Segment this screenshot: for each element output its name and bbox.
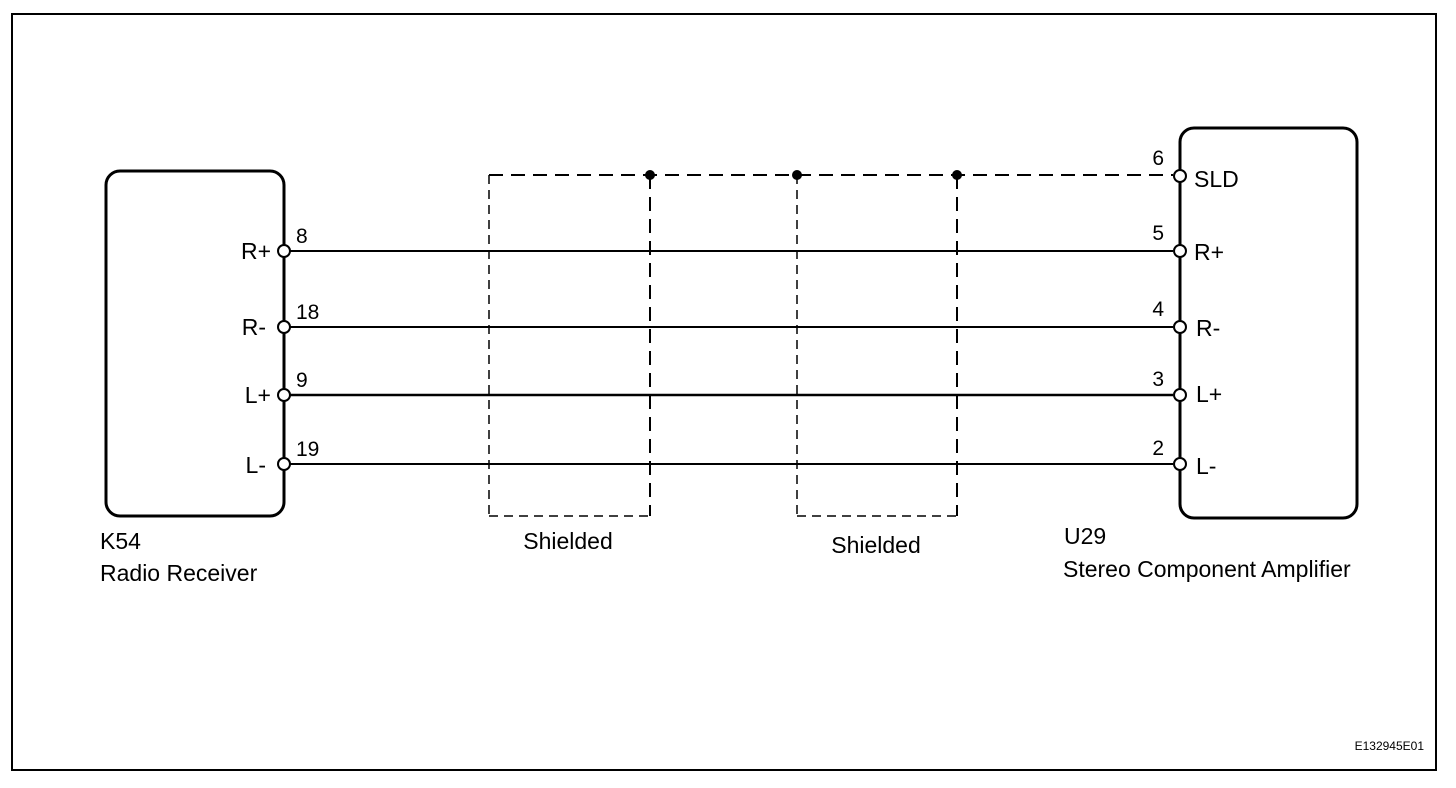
- receiver-pin-label: L+: [245, 382, 271, 408]
- receiver-name: Radio Receiver: [100, 560, 258, 586]
- amplifier-terminal: [1173, 457, 1187, 471]
- diagram-frame: [11, 13, 1437, 771]
- amplifier-pin-label: R-: [1196, 315, 1220, 341]
- amplifier-pin-label: L+: [1196, 381, 1222, 407]
- junction-dot: [792, 170, 802, 180]
- amplifier-terminal-sld: [1173, 169, 1187, 183]
- shield-label: Shielded: [831, 532, 921, 558]
- amplifier-terminal: [1173, 388, 1187, 402]
- receiver-terminal: [277, 457, 291, 471]
- receiver-pin-label: L-: [246, 452, 266, 478]
- amplifier-pin-label: R+: [1194, 239, 1224, 265]
- shield-label: Shielded: [523, 528, 613, 554]
- amplifier-name: Stereo Component Amplifier: [1063, 556, 1351, 582]
- receiver-pin-number: 18: [296, 301, 319, 324]
- amplifier-pin-number: 2: [1152, 437, 1164, 460]
- receiver-terminal: [277, 388, 291, 402]
- receiver-pin-label: R+: [241, 238, 271, 264]
- receiver-terminal: [277, 320, 291, 334]
- junction-dot: [952, 170, 962, 180]
- amplifier-pin-number: 5: [1152, 222, 1164, 245]
- amplifier-terminal: [1173, 320, 1187, 334]
- receiver-terminal: [277, 244, 291, 258]
- receiver-pin-number: 8: [296, 225, 308, 248]
- amplifier-pin-label: L-: [1196, 453, 1216, 479]
- junction-dot: [645, 170, 655, 180]
- receiver-code: K54: [100, 528, 141, 554]
- amplifier-pin-number: 3: [1152, 368, 1164, 391]
- figure-code: E132945E01: [1355, 739, 1425, 753]
- amplifier-shield-pin-label: SLD: [1194, 166, 1239, 192]
- amplifier-code: U29: [1064, 523, 1106, 549]
- receiver-pin-number: 19: [296, 438, 319, 461]
- amplifier-shield-pin-number: 6: [1152, 147, 1164, 170]
- receiver-pin-label: R-: [242, 314, 266, 340]
- amplifier-terminal: [1173, 244, 1187, 258]
- amplifier-pin-number: 4: [1152, 298, 1164, 321]
- receiver-box: [104, 169, 286, 518]
- receiver-pin-number: 9: [296, 369, 308, 392]
